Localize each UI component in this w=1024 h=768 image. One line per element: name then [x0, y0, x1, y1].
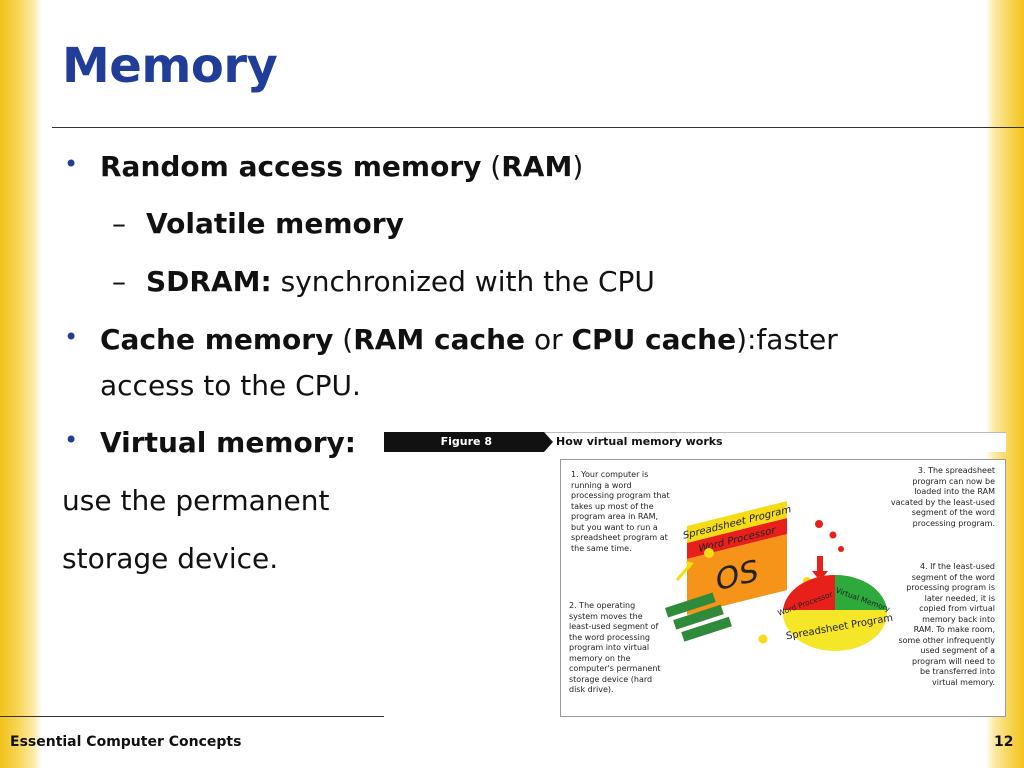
bullet-virtual: Virtual memory:	[100, 426, 356, 460]
ram-chip	[665, 592, 716, 618]
footer-course-title: Essential Computer Concepts	[10, 734, 242, 750]
hard-disk: Word Processor Virtual Memory Spreadshee…	[776, 574, 894, 651]
title-divider	[52, 127, 1024, 128]
cpu-cache-term: CPU cache	[571, 323, 737, 356]
paren-open: (	[333, 323, 354, 356]
data-dot	[838, 546, 844, 552]
or-word: or	[525, 323, 572, 356]
step-2-note: 2. The operating system moves the least-…	[569, 601, 661, 694]
data-dot	[758, 634, 768, 644]
volatile-term: Volatile memory	[146, 207, 404, 240]
data-dot	[815, 520, 823, 528]
slide-number: 12	[994, 734, 1014, 750]
virtual-memory-diagram: 1. Your computer is running a word proce…	[560, 459, 1006, 717]
bullet-icon: •	[64, 323, 79, 351]
arrow-head-icon	[812, 571, 828, 581]
cache-desc: ):faster	[736, 323, 838, 356]
step-1-note: 1. Your computer is running a word proce…	[571, 470, 670, 553]
bullet-cache-cont: access to the CPU.	[100, 369, 361, 402]
paren-close: )	[572, 150, 584, 183]
disk-virtual-memory-area	[835, 574, 887, 610]
sub-sdram: SDRAM: synchronized with the CPU	[146, 265, 655, 299]
footer-divider	[0, 716, 384, 717]
arrow-head-icon	[686, 561, 694, 570]
ram-spreadsheet-segment	[687, 501, 787, 543]
step-4-note: 4. If the least-used segment of the word…	[898, 562, 995, 687]
sub-volatile: Volatile memory	[146, 207, 404, 241]
step-3-note: 3. The spreadsheet program can now be lo…	[890, 466, 995, 528]
figure-caption: How virtual memory works	[556, 435, 723, 448]
disk-word-processor-area	[783, 574, 835, 610]
left-gradient-border	[0, 0, 42, 768]
bullet-icon: •	[64, 150, 79, 178]
down-arrow-icon	[817, 556, 823, 572]
virtual-term: Virtual memory:	[100, 426, 356, 459]
paragraph-line: storage device.	[62, 542, 279, 575]
diagram-illustration: Spreadsheet Program Word Processor OS	[665, 501, 894, 651]
bullet-icon: •	[64, 426, 79, 454]
slide-title: Memory	[62, 38, 278, 94]
dash-icon: –	[112, 207, 126, 240]
data-dot	[829, 531, 837, 539]
dash-icon: –	[112, 265, 126, 298]
figure-label: Figure 8	[384, 432, 544, 452]
ram-term: Random access memory	[100, 150, 482, 183]
ram-word-processor-segment	[687, 518, 787, 559]
sdram-term: SDRAM:	[146, 265, 272, 298]
paragraph-line: use the permanent	[62, 484, 330, 517]
figure-label-arrow	[544, 432, 553, 452]
bullet-cache: Cache memory (RAM cache or CPU cache):fa…	[100, 323, 838, 357]
cache-term: Cache memory	[100, 323, 334, 356]
bullet-ram: Random access memory (RAM)	[100, 150, 583, 184]
data-dot	[704, 548, 714, 558]
sdram-desc: synchronized with the CPU	[271, 265, 655, 298]
ram-abbrev: RAM	[501, 150, 573, 183]
ram-chip	[681, 616, 732, 642]
up-arrow-icon	[675, 565, 691, 581]
ram-chip	[673, 604, 724, 630]
paren-open: (	[481, 150, 502, 183]
ram-chips	[665, 592, 732, 642]
ram-cache-term: RAM cache	[353, 323, 526, 356]
